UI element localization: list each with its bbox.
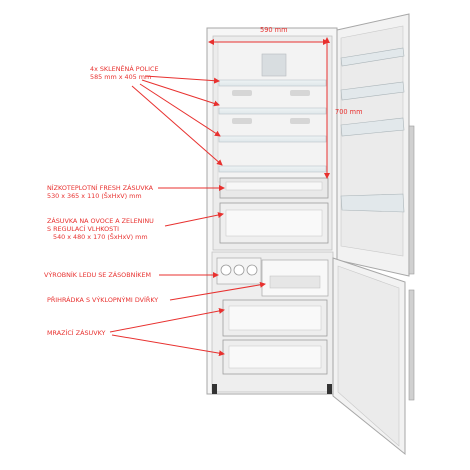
crisper-drawer-shape [219, 202, 329, 244]
height-dimension-label: 700 mm [335, 108, 363, 116]
callout-fresh-drawer-line-1: NÍZKOTEPLOTNÍ FRESH ZÁSUVKA [47, 184, 154, 192]
callout-fresh-drawer-line-2: 530 x 365 x 110 (ŠxHxV) mm [47, 192, 142, 200]
upper-door [336, 13, 415, 277]
callout-shelves: 4x SKLENĚNÁ POLICE 585 mm x 405 mm [90, 65, 159, 81]
callout-crisper-drawer-line-1: ZÁSUVKA NA OVOCE A ZELENINU [47, 217, 154, 225]
ice-maker-shape [216, 257, 329, 297]
callout-fresh-drawer: NÍZKOTEPLOTNÍ FRESH ZÁSUVKA 530 x 365 x … [47, 184, 153, 200]
callout-freezer-drawers: MRAZÍCÍ ZÁSUVKY [47, 329, 105, 337]
callout-flap-compartment: PŘIHRÁDKA S VÝKLOPNÝMI DVÍŘKY [47, 296, 158, 304]
width-dimension-label: 590 mm [260, 26, 288, 34]
callout-ice-maker: VÝROBNÍK LEDU SE ZÁSOBNÍKEM [44, 271, 151, 279]
callout-crisper-drawer-line-2: S REGULACÍ VLHKOSTI [47, 225, 119, 233]
callout-ice-maker-line-1: VÝROBNÍK LEDU SE ZÁSOBNÍKEM [44, 271, 151, 279]
fresh-drawer-shape [219, 177, 329, 199]
callout-flap-compartment-line-1: PŘIHRÁDKA S VÝKLOPNÝMI DVÍŘKY [47, 296, 159, 304]
callout-freezer-drawers-line-1: MRAZÍCÍ ZÁSUVKY [47, 329, 106, 337]
callout-shelves-line-2: 585 mm x 405 mm [90, 73, 152, 81]
lower-door [332, 257, 415, 456]
callout-crisper-drawer: ZÁSUVKA NA OVOCE A ZELENINU S REGULACÍ V… [47, 217, 154, 241]
callout-arrows [109, 75, 266, 357]
callout-crisper-drawer-line-3: 540 x 480 x 170 (ŠxHxV) mm [53, 233, 148, 241]
freezer-drawers-shape [222, 299, 328, 375]
callout-shelves-line-1: 4x SKLENĚNÁ POLICE [90, 65, 159, 73]
